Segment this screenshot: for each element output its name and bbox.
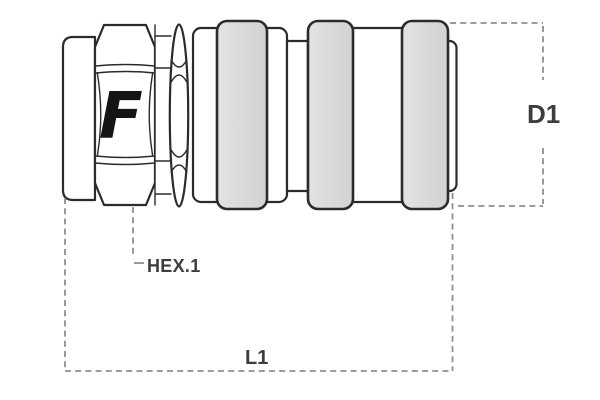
locking-ball-ring xyxy=(168,23,190,208)
hex1-label: HEX.1 xyxy=(147,256,201,276)
coupling-body: F xyxy=(61,19,458,211)
grip-band-3 xyxy=(400,19,450,211)
l1-label: L1 xyxy=(245,347,268,369)
dimension-lines xyxy=(64,22,544,372)
faster-logo-f: F xyxy=(99,80,143,154)
hex-facet-lines xyxy=(94,63,156,166)
sleeve-groove xyxy=(285,39,310,193)
coupling-neck xyxy=(154,24,172,206)
d1-label: D1 xyxy=(527,99,560,129)
grip-band-2 xyxy=(306,19,355,211)
port-end-cap xyxy=(61,35,97,202)
grip-band-1 xyxy=(215,19,269,211)
